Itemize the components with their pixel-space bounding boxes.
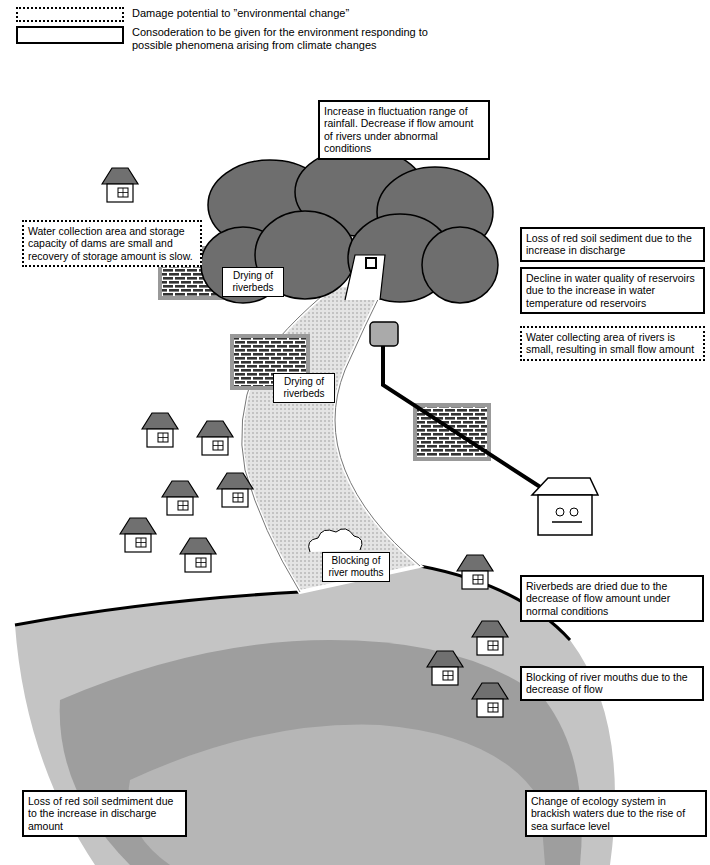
- consideration-box: Change of ecology system in brackish wat…: [525, 790, 707, 837]
- box-text: Water collecting area of rivers is small…: [526, 331, 699, 356]
- legend-text: Consoderation to be given for the enviro…: [132, 26, 432, 52]
- consideration-box: Loss of red soil sediment due to the inc…: [520, 227, 705, 262]
- box-text: Drying of riverbeds: [276, 376, 332, 400]
- box-text: Blocking of river mouths due to the decr…: [526, 671, 698, 696]
- box-text: Riverbeds are dried due to the decrease …: [526, 580, 698, 617]
- consideration-box: Riverbeds are dried due to the decrease …: [520, 575, 704, 622]
- consideration-box: Decline in water quality of reservoirs d…: [520, 267, 705, 314]
- box-text: Decline in water quality of reservoirs d…: [526, 272, 699, 309]
- consideration-box: Increase in fluctuation range of rainfal…: [318, 100, 490, 160]
- damage-potential-box: Water collection area and storage capaci…: [22, 220, 202, 267]
- consideration-box: Blocking of river mouths due to the decr…: [520, 666, 704, 701]
- box-text: Increase in fluctuation range of rainfal…: [324, 105, 484, 155]
- consideration-box: Loss of red soil sedmiment due to the in…: [22, 790, 187, 837]
- callout-label: Drying of riverbeds: [273, 373, 335, 403]
- damage-potential-box: Water collecting area of rivers is small…: [520, 326, 705, 361]
- box-text: Loss of red soil sedmiment due to the in…: [28, 795, 181, 832]
- box-text: Loss of red soil sediment due to the inc…: [526, 232, 699, 257]
- box-text: Drying of riverbeds: [225, 270, 281, 294]
- box-text: Water collection area and storage capaci…: [28, 225, 196, 262]
- legend-text: Damage potential to ”environmental chang…: [132, 7, 432, 20]
- callout-label: Blocking of river mouths: [322, 552, 390, 582]
- box-text: Blocking of river mouths: [325, 555, 387, 579]
- callout-label: Drying of riverbeds: [222, 267, 284, 297]
- dotted-box-sample: [16, 7, 124, 22]
- box-text: Change of ecology system in brackish wat…: [531, 795, 701, 832]
- solid-box-sample: [16, 26, 124, 44]
